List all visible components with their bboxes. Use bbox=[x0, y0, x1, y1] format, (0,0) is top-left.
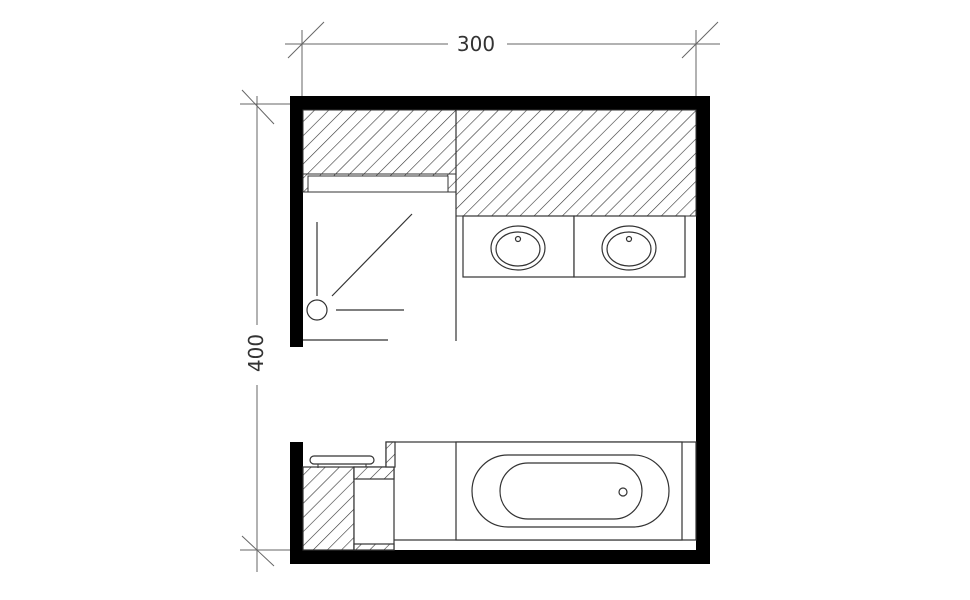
wall-left-lower bbox=[290, 442, 303, 564]
toilet-storage-area bbox=[302, 441, 396, 551]
shower-glass-diagonal bbox=[331, 213, 413, 297]
shower-shelf-inner bbox=[307, 175, 449, 193]
tap-right-icon bbox=[625, 235, 633, 243]
wall-left-upper bbox=[290, 96, 303, 347]
bathtub-inner bbox=[499, 462, 643, 520]
height-tick-bottom bbox=[241, 535, 275, 567]
basin-left-inner bbox=[495, 231, 541, 267]
height-label: 400 bbox=[244, 334, 268, 372]
width-label: 300 bbox=[457, 32, 495, 56]
wash-basin-right bbox=[601, 225, 657, 271]
wall-bottom bbox=[290, 550, 710, 564]
storage-left-hatch bbox=[302, 109, 457, 175]
storage-right-hatch bbox=[455, 109, 697, 217]
storage-cabinet-top-hatch bbox=[353, 466, 395, 480]
width-tick-left bbox=[287, 21, 325, 59]
wall-top bbox=[290, 96, 710, 110]
width-dimension: 300 bbox=[285, 21, 720, 98]
storage-cabinet bbox=[353, 466, 395, 551]
wall-right bbox=[696, 96, 710, 564]
basin-right-inner bbox=[606, 231, 652, 267]
walls bbox=[290, 96, 710, 564]
height-dimension: 400 bbox=[240, 89, 290, 572]
tub-end-hatch bbox=[385, 441, 396, 468]
storage-cabinet-bottom-hatch bbox=[353, 543, 395, 551]
double-vanity bbox=[462, 215, 686, 278]
shower-drain-icon bbox=[306, 299, 328, 321]
wash-basin-left bbox=[490, 225, 546, 271]
top-storage bbox=[302, 109, 697, 217]
toilet-lid bbox=[309, 455, 375, 465]
shower-corner bbox=[303, 110, 457, 341]
width-tick-right bbox=[681, 21, 719, 59]
tap-left-icon bbox=[514, 235, 522, 243]
height-tick-top bbox=[241, 89, 275, 125]
bathtub bbox=[385, 441, 697, 541]
toilet-cistern-hatch bbox=[302, 466, 355, 551]
bathtub-drain-icon bbox=[618, 487, 628, 497]
